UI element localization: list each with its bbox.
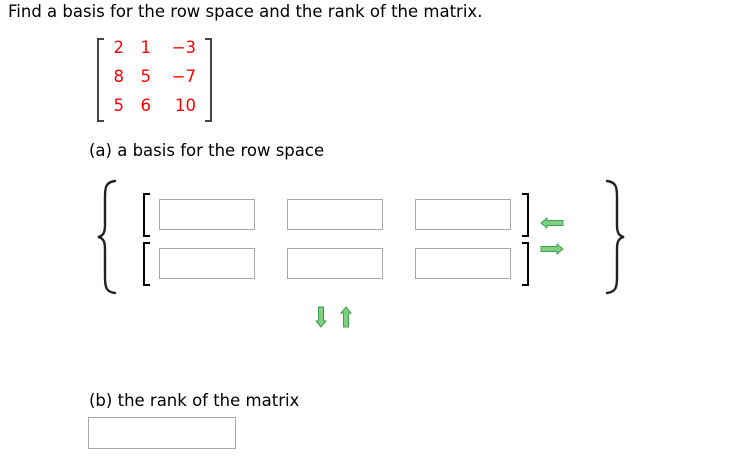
matrix-cell-1-2: −7 [171,67,196,86]
vector-1-right-bracket [522,193,529,237]
vector-2-left-bracket [143,242,150,286]
matrix-cell-0-0: 2 [113,38,125,57]
vector-1-entry-1[interactable] [159,199,255,230]
matrix-cell-1-0: 8 [113,67,125,86]
matrix-cell-0-2: −3 [171,38,196,57]
matrix-cell-2-2: 10 [175,96,196,115]
vector-2-entry-2[interactable] [287,248,383,279]
vector-1-left-bracket [143,193,150,237]
left-curly-brace-icon [97,179,117,295]
matrix-cell-1-1: 5 [140,67,152,86]
part-a-label: (a) a basis for the row space [89,141,325,160]
rank-input[interactable] [88,417,236,449]
down-arrow-icon[interactable] [315,306,327,328]
part-b-label: (b) the rank of the matrix [89,391,300,410]
question-prompt: Find a basis for the row space and the r… [8,2,483,21]
vector-2-entry-1[interactable] [159,248,255,279]
vector-1-entry-2[interactable] [287,199,383,230]
matrix-right-bracket [205,38,212,122]
vector-2-right-bracket [522,242,529,286]
matrix-left-bracket [97,38,104,122]
right-arrow-icon[interactable] [540,243,564,255]
vector-2-entry-3[interactable] [415,248,511,279]
left-arrow-icon[interactable] [540,217,564,229]
vector-1-entry-3[interactable] [415,199,511,230]
up-arrow-icon[interactable] [340,306,352,328]
matrix-cell-2-1: 6 [140,96,152,115]
right-curly-brace-icon [605,179,625,295]
matrix-cell-0-1: 1 [140,38,152,57]
matrix-cell-2-0: 5 [113,96,125,115]
